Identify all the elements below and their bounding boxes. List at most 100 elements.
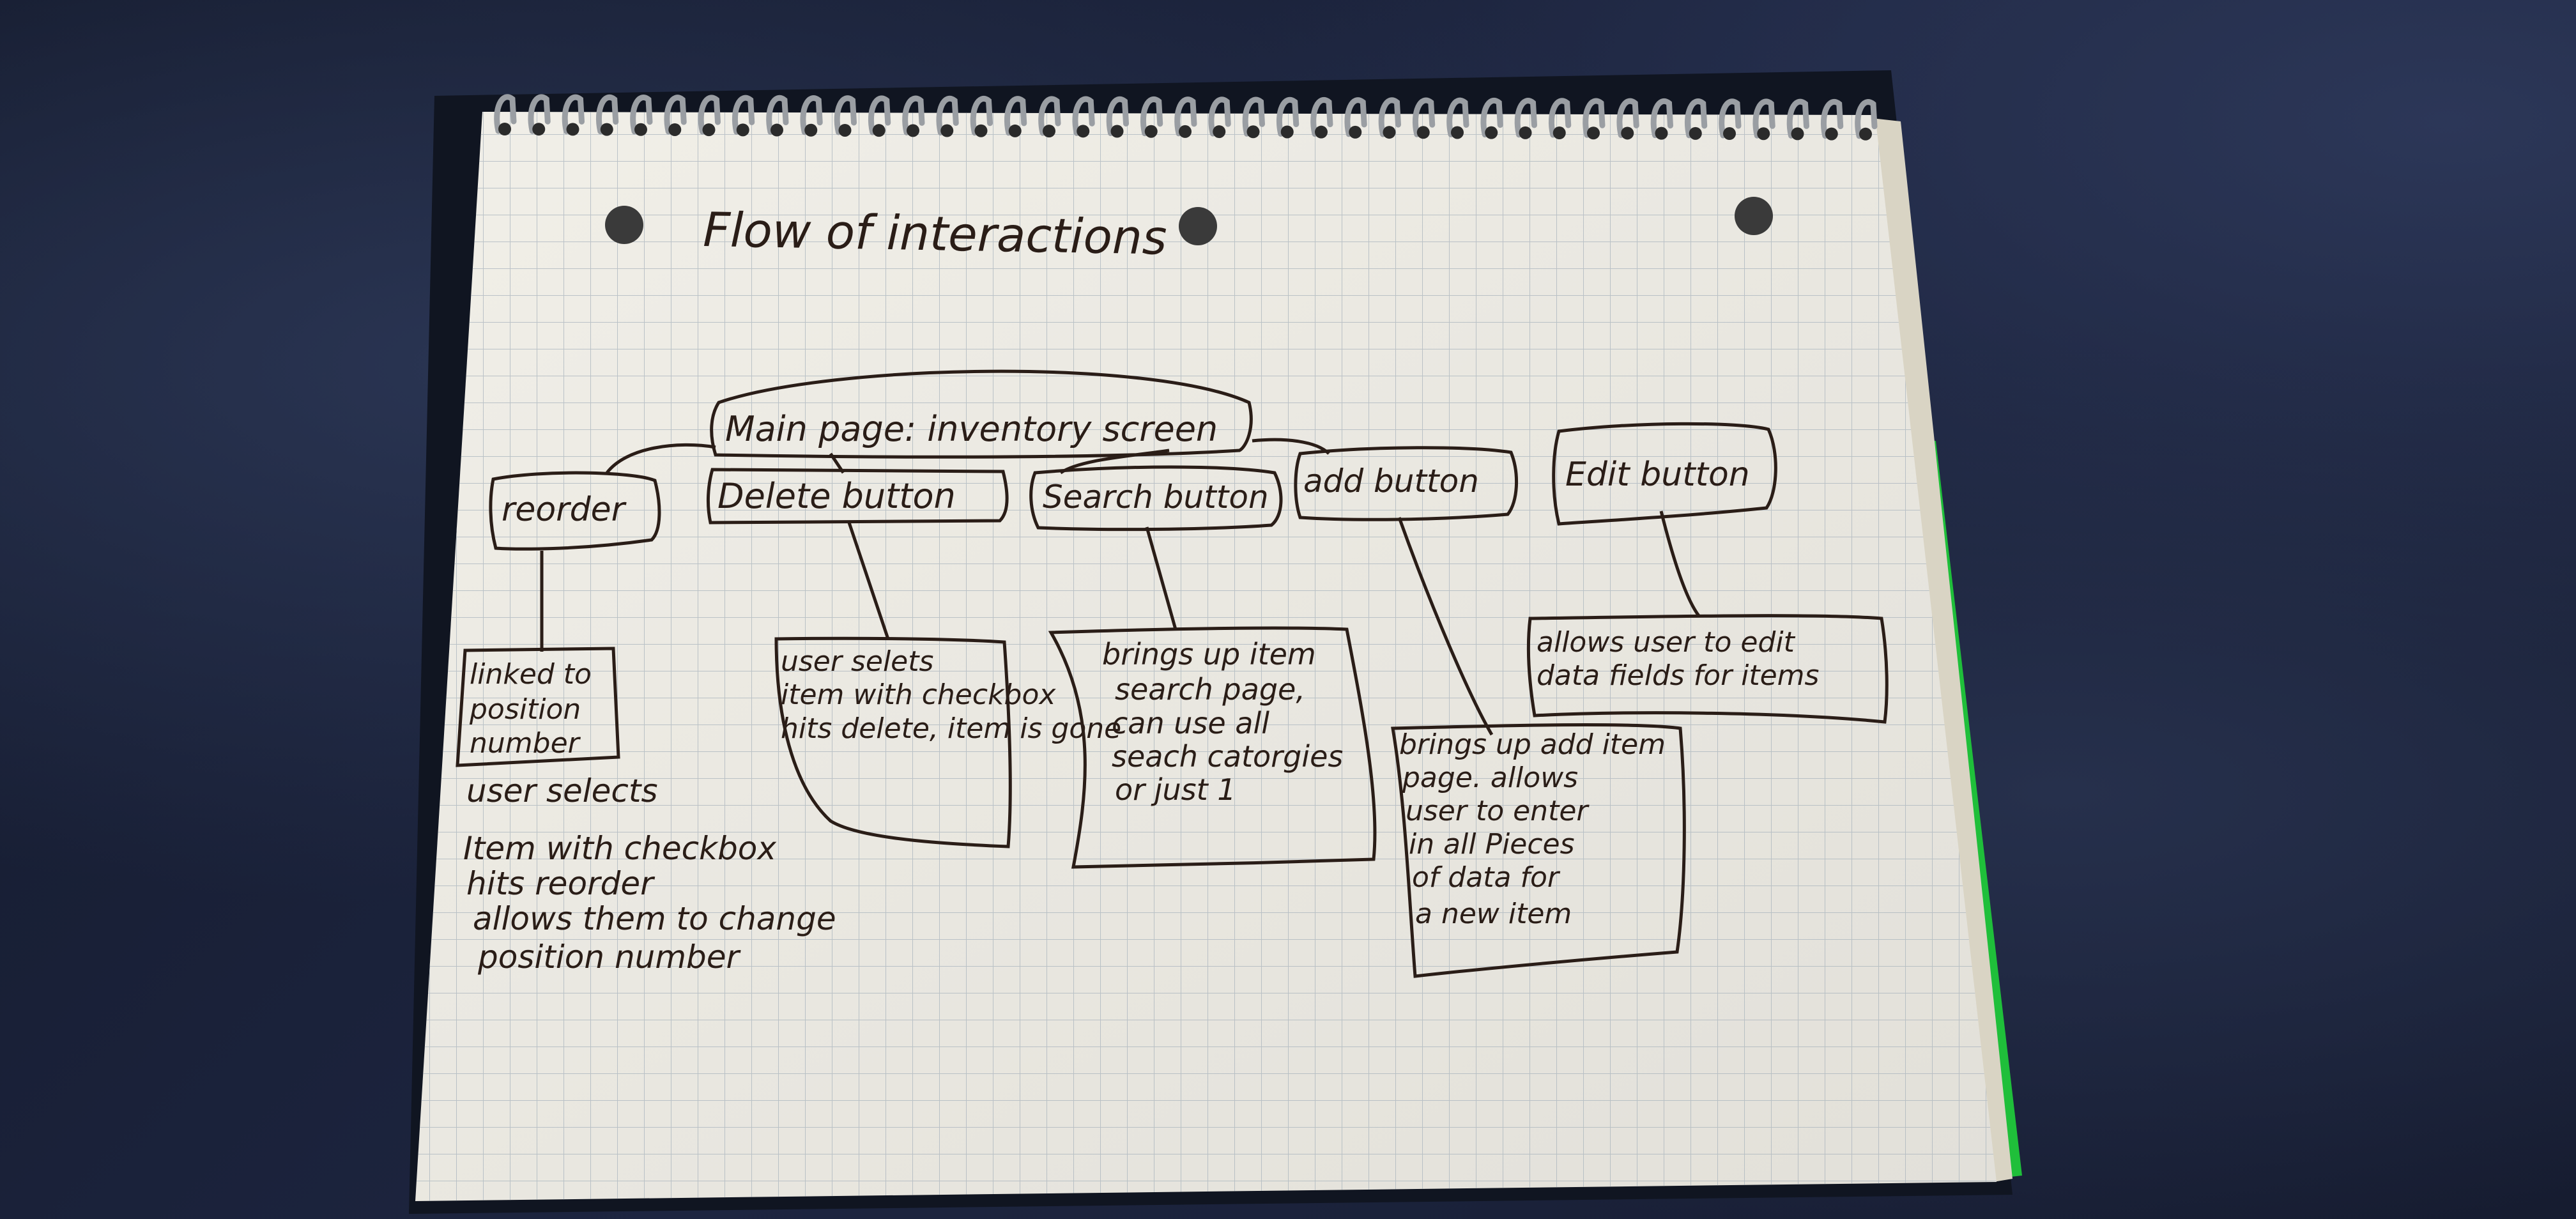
spiral-hole bbox=[770, 123, 783, 137]
spiral-hole bbox=[1689, 126, 1702, 140]
spiral-coil bbox=[1412, 97, 1436, 137]
node-reorder: reorder bbox=[489, 471, 661, 551]
spiral-coil bbox=[1514, 98, 1537, 138]
spiral-coil bbox=[1038, 96, 1061, 136]
note-reorder-box-line: linked to bbox=[470, 658, 592, 691]
note-reorder-box-line: position bbox=[469, 693, 581, 726]
spiral-hole bbox=[634, 123, 647, 136]
spiral-coil bbox=[834, 95, 857, 135]
node-add-button: add button bbox=[1294, 446, 1519, 521]
spiral-hole bbox=[1859, 127, 1872, 141]
spiral-hole bbox=[736, 123, 749, 137]
punch-hole-middle bbox=[1179, 207, 1217, 245]
connector-lines bbox=[540, 438, 1701, 736]
spiral-hole bbox=[940, 124, 954, 137]
spiral-hole bbox=[702, 123, 716, 137]
spiral-coil bbox=[1820, 98, 1844, 139]
spiral-hole bbox=[1179, 125, 1192, 138]
spiral-coil bbox=[664, 95, 687, 135]
page-stack-edge bbox=[1872, 118, 2012, 1182]
diagram-title: Flow of interactions bbox=[703, 203, 1167, 266]
spiral-coil bbox=[936, 95, 959, 136]
node-delete-button: Delete button bbox=[706, 468, 1009, 525]
spiral-coil bbox=[1310, 97, 1333, 137]
spiral-hole bbox=[1043, 125, 1055, 138]
spiral-hole bbox=[804, 123, 818, 137]
note-reorder-line: user selects bbox=[466, 772, 658, 809]
spiral-hole bbox=[1485, 126, 1498, 139]
spiral-coil bbox=[1855, 99, 1878, 139]
spiral-coil bbox=[1344, 97, 1367, 137]
node-reorder-label: reorder bbox=[502, 491, 627, 529]
spiral-hole bbox=[1791, 127, 1804, 141]
spiral-hole bbox=[1110, 125, 1124, 138]
spiral-coil bbox=[970, 96, 993, 136]
spiral-coil bbox=[1446, 97, 1469, 137]
spiral-hole bbox=[1552, 126, 1566, 140]
note-edit-line: data fields for items bbox=[1537, 659, 1819, 692]
spiral-coil bbox=[595, 94, 619, 135]
note-add-line: of data for bbox=[1412, 861, 1561, 894]
spiral-hole bbox=[1315, 125, 1328, 139]
note-search-line: search page, bbox=[1115, 672, 1305, 707]
note-reorder-box-text: linked to position number bbox=[469, 658, 601, 760]
spiral-coil bbox=[698, 95, 721, 135]
node-add-button-label: add button bbox=[1303, 463, 1479, 500]
spiral-hole bbox=[1655, 126, 1668, 140]
spiral-coil bbox=[630, 95, 653, 135]
spiral-coil bbox=[1174, 96, 1197, 137]
spiral-coil bbox=[1072, 96, 1095, 136]
spiral-coil bbox=[1650, 98, 1673, 139]
spiral-hole bbox=[1383, 126, 1396, 139]
note-add-text: brings up add item page. allows user to … bbox=[1399, 728, 1675, 930]
spiral-hole bbox=[1757, 127, 1770, 141]
spiral-coil bbox=[1242, 96, 1265, 137]
spiral-coil bbox=[766, 95, 789, 135]
spiral-coil bbox=[1208, 96, 1231, 137]
spiral-hole bbox=[668, 123, 682, 136]
node-search-button: Search button bbox=[1029, 465, 1283, 532]
note-search-line: can use all bbox=[1112, 706, 1269, 740]
spiral-hole bbox=[566, 123, 579, 136]
node-main-page-label: Main page: inventory screen bbox=[725, 409, 1218, 449]
note-reorder-box: linked to position number bbox=[456, 647, 620, 767]
spiral-coil bbox=[732, 95, 755, 135]
punch-hole-right bbox=[1735, 197, 1773, 235]
note-edit-text: allows user to edit data fields for item… bbox=[1537, 626, 1819, 692]
note-search-line: brings up item bbox=[1102, 637, 1316, 671]
spiral-coil bbox=[528, 94, 551, 134]
spiral-hole bbox=[1077, 125, 1090, 138]
spiral-hole bbox=[1280, 125, 1294, 139]
punch-hole-left bbox=[605, 206, 643, 244]
spiral-coil bbox=[1378, 97, 1401, 137]
note-search: brings up item search page, can use all … bbox=[1048, 626, 1377, 869]
spiral-coil bbox=[1583, 98, 1606, 138]
spiral-coil bbox=[1548, 98, 1572, 138]
spiral-coil bbox=[1752, 98, 1775, 139]
node-search-button-label: Search button bbox=[1043, 479, 1269, 516]
note-add: brings up add item page. allows user to … bbox=[1391, 723, 1686, 978]
note-delete-line: hits delete, item is gone bbox=[781, 712, 1121, 745]
spiral-hole bbox=[498, 123, 511, 135]
spiral-hole bbox=[532, 123, 546, 136]
spiral-hole bbox=[1451, 126, 1464, 139]
spiral-binding bbox=[494, 94, 1878, 141]
note-delete-line: item with checkbox bbox=[781, 678, 1056, 711]
spiral-hole bbox=[1349, 125, 1362, 139]
note-reorder-line: hits reorder bbox=[466, 865, 656, 902]
spiral-hole bbox=[1008, 124, 1022, 137]
spiral-coil bbox=[1004, 96, 1027, 136]
note-add-line: a new item bbox=[1415, 898, 1572, 930]
spiral-coil bbox=[868, 95, 891, 135]
spiral-hole bbox=[838, 123, 852, 137]
spiral-hole bbox=[1416, 126, 1430, 139]
spiral-coil bbox=[1719, 98, 1742, 139]
node-edit-button: Edit button bbox=[1552, 422, 1777, 526]
spiral-coil bbox=[1480, 98, 1503, 138]
spiral-coil bbox=[902, 95, 925, 135]
spiral-coil bbox=[1106, 96, 1129, 137]
spiral-hole bbox=[1213, 125, 1226, 139]
spiral-coil bbox=[1140, 96, 1163, 137]
spiral-hole bbox=[1519, 126, 1532, 139]
